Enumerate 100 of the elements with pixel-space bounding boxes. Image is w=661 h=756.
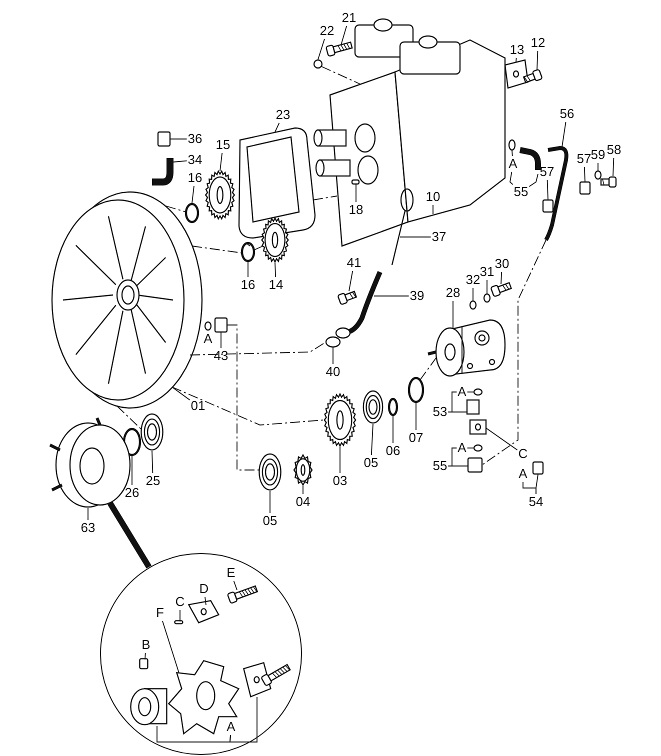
- leader-line: [486, 428, 518, 450]
- washer-icon: [594, 170, 602, 180]
- bearing-icon: [362, 390, 384, 424]
- callout-number: 04: [296, 495, 310, 509]
- callout-number: 13: [510, 43, 524, 57]
- leader-line: [510, 172, 514, 185]
- center-line: [227, 324, 260, 470]
- callout-number: 01: [190, 399, 206, 413]
- callout-number: 16: [240, 278, 256, 292]
- elbow-fitting-icon: [519, 147, 541, 170]
- leader-line: [536, 50, 538, 70]
- leader-line: [536, 474, 538, 494]
- gear-icon: [261, 216, 289, 264]
- gasket-drawing: [238, 127, 316, 239]
- callout-number: 03: [332, 474, 348, 488]
- leader-line: [156, 726, 231, 742]
- callout-number: 53: [432, 405, 448, 419]
- leader-line: [192, 186, 194, 204]
- callout-letter: C: [518, 447, 528, 461]
- snap-ring-icon: [408, 376, 424, 404]
- leader-line: [162, 620, 180, 674]
- callout-number: 56: [560, 107, 574, 121]
- leader-line: [318, 38, 325, 60]
- callout-number: 34: [188, 153, 202, 167]
- spider-drawing: [168, 660, 240, 734]
- center-line: [312, 196, 338, 200]
- callout-number: 25: [146, 474, 160, 488]
- callout-number: 57: [540, 165, 554, 179]
- leader-line: [204, 596, 206, 606]
- callout-letter: A: [458, 385, 466, 399]
- leader-line: [516, 58, 517, 62]
- leader-line: [612, 158, 614, 176]
- fitting-icon: [467, 457, 483, 473]
- oring-icon: [508, 139, 516, 151]
- leader-line: [332, 347, 334, 364]
- leader-line: [400, 236, 432, 238]
- callout-number: 57: [576, 152, 592, 166]
- clamp-icon: [579, 181, 591, 195]
- leader-line: [302, 486, 304, 494]
- callout-number: 15: [216, 138, 230, 152]
- bolt-icon: [260, 663, 291, 686]
- bolt-icon: [600, 176, 617, 188]
- screw-icon: [522, 68, 543, 84]
- oring-icon: [473, 444, 483, 452]
- callout-number: 32: [466, 273, 480, 287]
- plug-icon: [532, 461, 544, 475]
- gear-icon: [204, 170, 236, 220]
- gear-pump-drawing: [428, 319, 506, 377]
- callout-number: 05: [262, 514, 278, 528]
- washer-icon: [469, 300, 477, 310]
- leader-line: [173, 160, 188, 162]
- callout-number: 54: [528, 495, 544, 509]
- leader-line: [152, 450, 154, 474]
- leader-line: [528, 174, 538, 187]
- callout-number: 55: [514, 185, 528, 199]
- callout-number: 12: [530, 36, 546, 50]
- housing-drawing: [51, 191, 203, 409]
- leader-line: [348, 270, 354, 292]
- bolt-icon: [226, 584, 258, 604]
- oring-icon: [473, 388, 483, 396]
- callout-number: 41: [346, 256, 362, 270]
- callout-number: 36: [188, 132, 202, 146]
- gear-icon: [324, 392, 356, 448]
- leader-line: [486, 280, 488, 294]
- callout-number: 39: [410, 289, 424, 303]
- pin-icon: [174, 620, 183, 624]
- leader-line: [546, 180, 548, 200]
- callout-letter: D: [199, 582, 209, 596]
- leader-line: [472, 288, 474, 301]
- callout-number: 43: [214, 349, 228, 363]
- callout-number: 06: [386, 444, 400, 458]
- leader-line: [230, 696, 258, 742]
- center-line: [190, 342, 326, 356]
- leader-line: [562, 122, 566, 148]
- callout-number: 30: [494, 257, 510, 271]
- leader-line: [220, 332, 222, 348]
- washer-icon: [483, 293, 491, 303]
- center-line: [172, 386, 324, 426]
- center-line: [420, 358, 436, 380]
- callout-letter: A: [508, 157, 518, 171]
- callout-number: 21: [342, 11, 356, 25]
- plug-icon: [157, 131, 171, 147]
- callout-letter: A: [226, 720, 236, 734]
- pinion-icon: [293, 454, 313, 486]
- callout-number: 40: [326, 365, 340, 379]
- detail-circle: [100, 553, 302, 755]
- leader-line: [452, 300, 454, 330]
- dipstick-drawing: [391, 188, 414, 266]
- leader-line: [370, 424, 374, 456]
- callout-number: 55: [432, 459, 448, 473]
- callout-number: 63: [80, 521, 96, 535]
- callout-number: 18: [348, 203, 364, 217]
- callout-letter: C: [175, 595, 185, 609]
- callout-number: 37: [432, 230, 446, 244]
- center-line: [254, 246, 264, 250]
- center-line: [166, 206, 186, 212]
- leader-line: [274, 262, 276, 278]
- leader-line: [220, 152, 223, 172]
- leader-line: [392, 416, 394, 444]
- callout-number: 26: [124, 486, 140, 500]
